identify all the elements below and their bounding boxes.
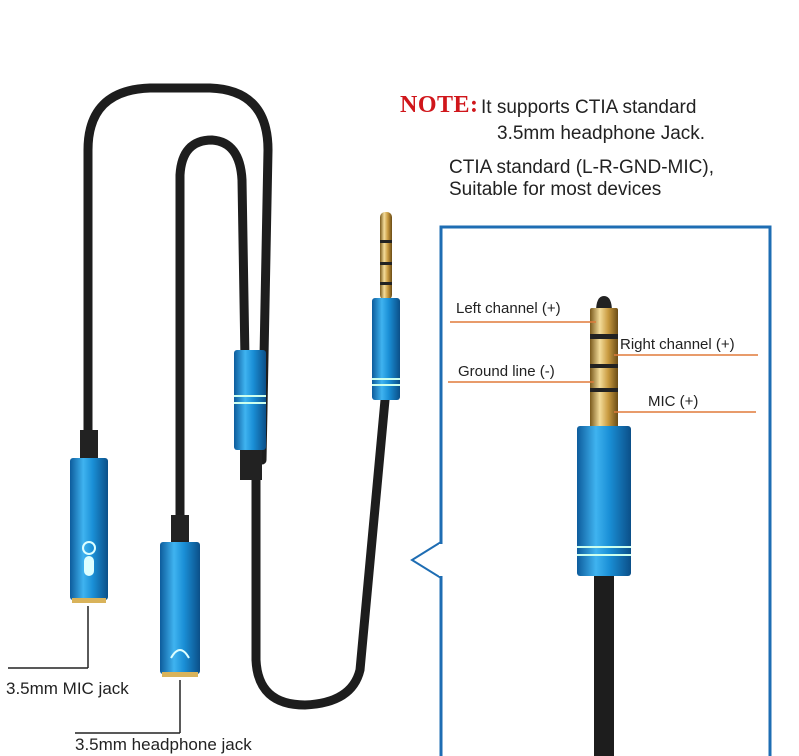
headphone-jack-connector bbox=[160, 515, 200, 677]
headphone-jack-label: 3.5mm headphone jack bbox=[75, 735, 252, 754]
pin-ground: Ground line (-) bbox=[458, 363, 555, 380]
pin-mic: MIC (+) bbox=[648, 393, 699, 410]
pin-right-channel: Right channel (+) bbox=[620, 336, 735, 353]
mic-jack-connector bbox=[70, 430, 108, 603]
note-label: NOTE: bbox=[400, 92, 479, 118]
splitter bbox=[234, 350, 266, 480]
note-line-3: CTIA standard (L-R-GND-MIC), bbox=[449, 157, 714, 178]
note-line-1: It supports CTIA standard bbox=[481, 97, 697, 118]
note-line-2: 3.5mm headphone Jack. bbox=[497, 123, 706, 144]
cable bbox=[83, 83, 390, 710]
detail-frame bbox=[410, 225, 772, 756]
main-plug bbox=[372, 212, 400, 400]
mic-jack-label: 3.5mm MIC jack bbox=[6, 679, 129, 698]
note-line-4: Suitable for most devices bbox=[449, 179, 662, 200]
pin-left-channel: Left channel (+) bbox=[456, 300, 561, 317]
